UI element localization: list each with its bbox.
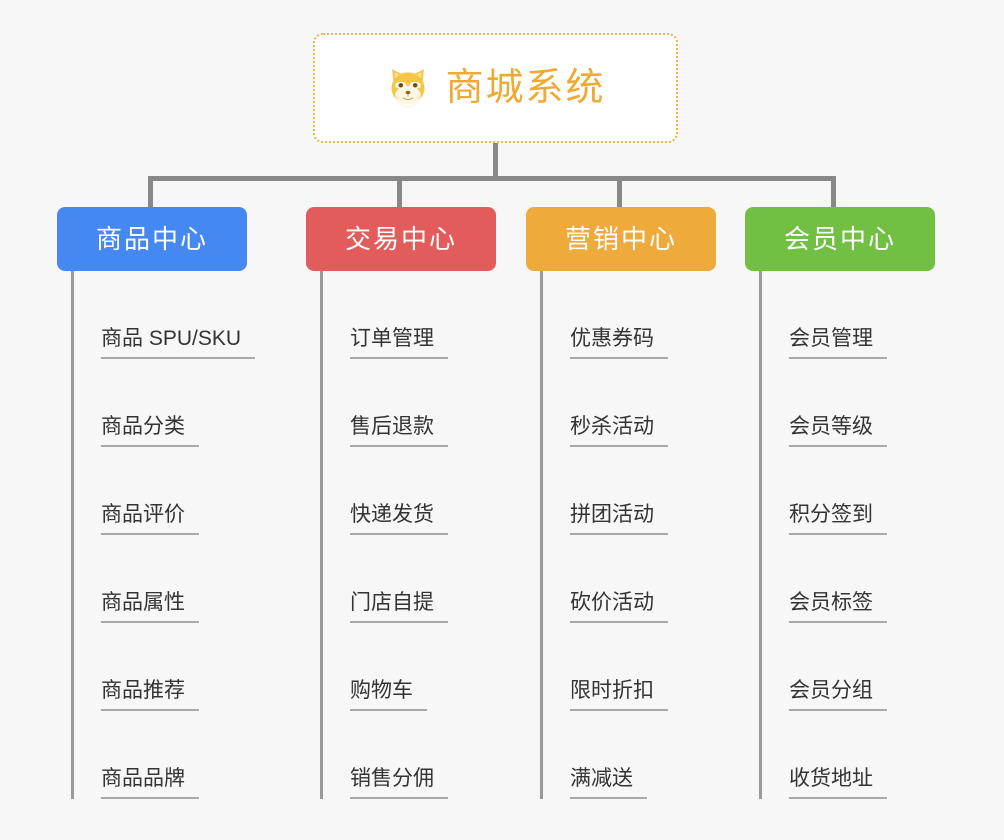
list-item[interactable]: 商品推荐 <box>71 623 301 711</box>
list-item[interactable]: 会员标签 <box>759 535 989 623</box>
leaf-label: 限时折扣 <box>570 677 668 711</box>
category-label-1: 商品中心 <box>95 224 208 254</box>
list-item[interactable]: 收货地址 <box>759 711 989 799</box>
leaf-label: 会员等级 <box>789 413 887 447</box>
category-box-1[interactable]: 商品中心 <box>57 207 247 271</box>
leaf-label: 会员标签 <box>789 589 887 623</box>
connector-root-stem <box>493 143 498 179</box>
leaf-label: 满减送 <box>570 765 647 799</box>
list-item[interactable]: 商品分类 <box>71 359 301 447</box>
leaf-label: 门店自提 <box>350 589 448 623</box>
category-label-4: 会员中心 <box>783 224 896 254</box>
list-item[interactable]: 满减送 <box>540 711 770 799</box>
root-title: 商城系统 <box>445 67 606 109</box>
list-item[interactable]: 门店自提 <box>320 535 550 623</box>
list-item[interactable]: 商品属性 <box>71 535 301 623</box>
leaf-label: 快递发货 <box>350 501 448 535</box>
column-spine-4 <box>759 271 762 799</box>
list-item[interactable]: 会员管理 <box>759 271 989 359</box>
category-box-4[interactable]: 会员中心 <box>745 207 935 271</box>
list-item[interactable]: 快递发货 <box>320 447 550 535</box>
column-spine-3 <box>540 271 543 799</box>
list-item[interactable]: 会员分组 <box>759 623 989 711</box>
leaf-label: 商品评价 <box>101 501 199 535</box>
list-item[interactable]: 商品评价 <box>71 447 301 535</box>
connector-drop-1 <box>148 176 153 210</box>
leaf-label: 优惠券码 <box>570 325 668 359</box>
list-item[interactable]: 砍价活动 <box>540 535 770 623</box>
leaf-label: 商品推荐 <box>101 677 199 711</box>
list-item[interactable]: 限时折扣 <box>540 623 770 711</box>
category-box-3[interactable]: 营销中心 <box>526 207 716 271</box>
connector-horizontal-bus <box>148 176 836 181</box>
list-item[interactable]: 优惠券码 <box>540 271 770 359</box>
list-item[interactable]: 商品 SPU/SKU <box>71 271 301 359</box>
leaf-label: 积分签到 <box>789 501 887 535</box>
list-item[interactable]: 销售分佣 <box>320 711 550 799</box>
leaf-label: 商品品牌 <box>101 765 199 799</box>
leaf-column-2: 订单管理 售后退款 快递发货 门店自提 购物车 销售分佣 <box>320 271 550 799</box>
leaf-label: 收货地址 <box>789 765 887 799</box>
connector-drop-2 <box>397 176 402 210</box>
leaf-label: 售后退款 <box>350 413 448 447</box>
leaf-column-4: 会员管理 会员等级 积分签到 会员标签 会员分组 收货地址 <box>759 271 989 799</box>
leaf-label: 秒杀活动 <box>570 413 668 447</box>
category-label-2: 交易中心 <box>344 224 457 254</box>
leaf-label: 商品 SPU/SKU <box>101 325 256 359</box>
leaf-label: 会员管理 <box>789 325 887 359</box>
column-spine-2 <box>320 271 323 799</box>
leaf-label: 砍价活动 <box>570 589 668 623</box>
list-item[interactable]: 积分签到 <box>759 447 989 535</box>
list-item[interactable]: 订单管理 <box>320 271 550 359</box>
list-item[interactable]: 购物车 <box>320 623 550 711</box>
leaf-label: 拼团活动 <box>570 501 668 535</box>
leaf-label: 购物车 <box>350 677 427 711</box>
leaf-label: 商品属性 <box>101 589 199 623</box>
category-label-3: 营销中心 <box>564 224 677 254</box>
leaf-column-1: 商品 SPU/SKU 商品分类 商品评价 商品属性 商品推荐 商品品牌 <box>71 271 301 799</box>
root-node[interactable]: 商城系统 <box>313 33 678 143</box>
leaf-column-3: 优惠券码 秒杀活动 拼团活动 砍价活动 限时折扣 满减送 <box>540 271 770 799</box>
leaf-label: 订单管理 <box>350 325 448 359</box>
list-item[interactable]: 商品品牌 <box>71 711 301 799</box>
category-box-2[interactable]: 交易中心 <box>306 207 496 271</box>
list-item[interactable]: 会员等级 <box>759 359 989 447</box>
list-item[interactable]: 秒杀活动 <box>540 359 770 447</box>
list-item[interactable]: 售后退款 <box>320 359 550 447</box>
leaf-label: 商品分类 <box>101 413 199 447</box>
column-spine-1 <box>71 271 74 799</box>
leaf-label: 销售分佣 <box>350 765 448 799</box>
connector-drop-4 <box>831 176 836 210</box>
leaf-label: 会员分组 <box>789 677 887 711</box>
list-item[interactable]: 拼团活动 <box>540 447 770 535</box>
shiba-inu-icon <box>385 63 431 114</box>
connector-drop-3 <box>617 176 622 210</box>
